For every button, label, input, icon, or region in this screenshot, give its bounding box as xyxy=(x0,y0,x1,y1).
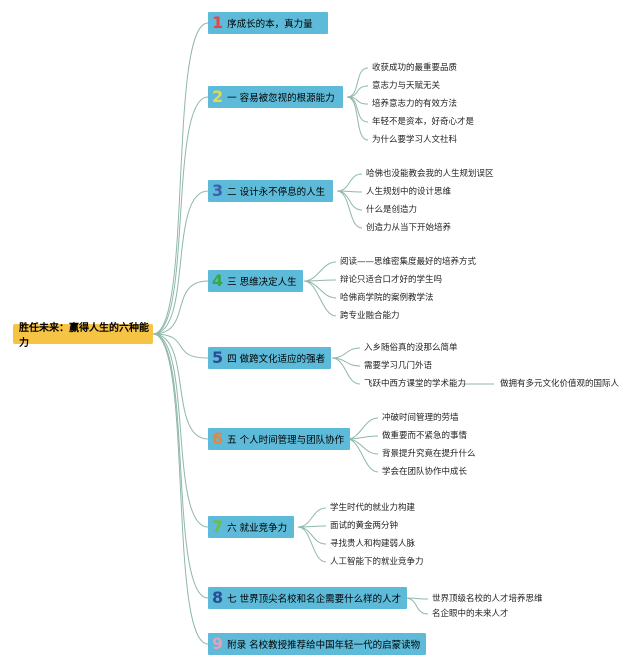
branch-leaf-connector xyxy=(346,85,369,98)
leaf-node[interactable]: 阅读——思维密集度最好的培养方式 xyxy=(340,257,477,267)
branch-label: 一 容易被忽视的根源能力 xyxy=(227,93,335,104)
branch-leaf-connector xyxy=(297,526,327,545)
branch-number: 4 xyxy=(212,271,224,290)
root-branch-connector xyxy=(152,22,209,335)
branch-label: 三 思维决定人生 xyxy=(227,277,297,288)
branch-label: 二 设计永不停息的人生 xyxy=(227,187,326,198)
branch-leaf-connector xyxy=(346,438,379,455)
leaf-node[interactable]: 创造力从当下开始培养 xyxy=(366,223,452,233)
branch-leaf-connector xyxy=(336,190,363,229)
leaf-node[interactable]: 培养意志力的有效方法 xyxy=(372,99,458,109)
root-node[interactable]: 胜任未来：赢得人生的六种能力 xyxy=(13,323,153,349)
branch-label: 六 就业竞争力 xyxy=(227,523,288,534)
leaf-node[interactable]: 什么是创造力 xyxy=(366,205,418,215)
branch-leaf-connector xyxy=(303,280,337,299)
branch-leaf-connector xyxy=(404,597,429,615)
branch-number: 6 xyxy=(212,429,224,448)
leaf-node[interactable]: 年轻不是资本，好奇心才是 xyxy=(372,117,475,127)
leaf-node[interactable]: 跨专业融合能力 xyxy=(340,311,400,321)
leaf-node[interactable]: 世界顶级名校的人才培养思维 xyxy=(432,594,543,604)
leaf-node[interactable]: 学生时代的就业力构建 xyxy=(330,503,416,513)
leaf-node[interactable]: 飞跃中西方课堂的学术能力 xyxy=(364,379,467,389)
root-branch-connector xyxy=(152,333,209,599)
leaf-node[interactable]: 需要学习几门外语 xyxy=(364,361,433,371)
leaf-node[interactable]: 背景提升究竟在提升什么 xyxy=(382,449,476,459)
root-label: 胜任未来：赢得人生的六种能力 xyxy=(19,323,149,349)
branch-leaf-connector xyxy=(297,507,327,528)
branch-number: 8 xyxy=(212,588,224,607)
leaf-node[interactable]: 冲破时间管理的劳墙 xyxy=(382,413,459,423)
leaf-node[interactable]: 人生规划中的设计思维 xyxy=(366,187,452,197)
branch-label: 五 个人时间管理与团队协作 xyxy=(227,435,345,446)
root-branch-connector xyxy=(152,96,209,335)
branch-leaf-connector xyxy=(331,357,361,385)
branch-leaf-connector xyxy=(346,435,379,440)
leaf-node[interactable]: 面试的黄金两分钟 xyxy=(330,521,399,531)
branch-leaf-connector xyxy=(336,173,363,192)
branch-leaf-connector xyxy=(303,261,337,282)
branch-label: 序成长的本，真力量 xyxy=(227,19,313,30)
leaf-node[interactable]: 收获成功的最重要品质 xyxy=(372,63,458,73)
leaf-node[interactable]: 入乡随俗真的没那么简单 xyxy=(364,343,458,353)
leaf-node[interactable]: 学会在团队协作中成长 xyxy=(382,467,468,477)
branch-number: 3 xyxy=(212,181,224,200)
branch-leaf-connector xyxy=(346,438,379,473)
branch-number: 2 xyxy=(212,87,224,106)
root-branch-connector xyxy=(152,333,209,645)
root-branch-connector xyxy=(152,190,209,335)
branch-number: 1 xyxy=(212,13,224,32)
root-branch-connector xyxy=(152,280,209,335)
branch-number: 9 xyxy=(212,634,224,653)
leaf-node[interactable]: 做重要而不紧急的事情 xyxy=(382,431,468,441)
branch-leaf-connector xyxy=(336,190,363,211)
leaf-node[interactable]: 寻找贵人和构建弱人脉 xyxy=(330,539,416,549)
branch-number: 7 xyxy=(212,517,224,536)
branch-leaf-connector xyxy=(346,67,369,98)
root-branch-connector xyxy=(152,333,209,440)
root-branch-connector xyxy=(152,333,209,528)
branch-leaf-connector xyxy=(346,417,379,440)
branch-label: 七 世界顶尖名校和名企需要什么样的人才 xyxy=(227,594,402,605)
leaf-node[interactable]: 名企眼中的未来人才 xyxy=(432,609,509,619)
leaf-node[interactable]: 为什么要学习人文社科 xyxy=(372,135,458,145)
branch-leaf-connector xyxy=(346,96,369,141)
leaf-node[interactable]: 人工智能下的就业竞争力 xyxy=(330,557,424,567)
leaf-node[interactable]: 哈佛商学院的案例教学法 xyxy=(340,293,434,303)
leaf-node[interactable]: 哈佛也没能教会我的人生规划误区 xyxy=(366,169,494,179)
leaf-node[interactable]: 辩论只适合口才好的学生吗 xyxy=(340,275,443,285)
branch-label: 附录 名校教授推荐给中国年轻一代的启蒙读物 xyxy=(227,640,421,651)
root-branch-connector xyxy=(152,333,209,359)
branch-leaf-connector xyxy=(303,280,337,317)
sub-leaf-node[interactable]: 做拥有多元文化价值观的国际人 xyxy=(500,379,620,389)
branch-number: 5 xyxy=(212,348,224,367)
branch-leaf-connector xyxy=(331,347,361,359)
leaf-node[interactable]: 意志力与天赋无关 xyxy=(372,81,441,91)
branch-leaf-connector xyxy=(297,526,327,563)
branch-label: 四 做跨文化适应的强者 xyxy=(227,354,326,365)
